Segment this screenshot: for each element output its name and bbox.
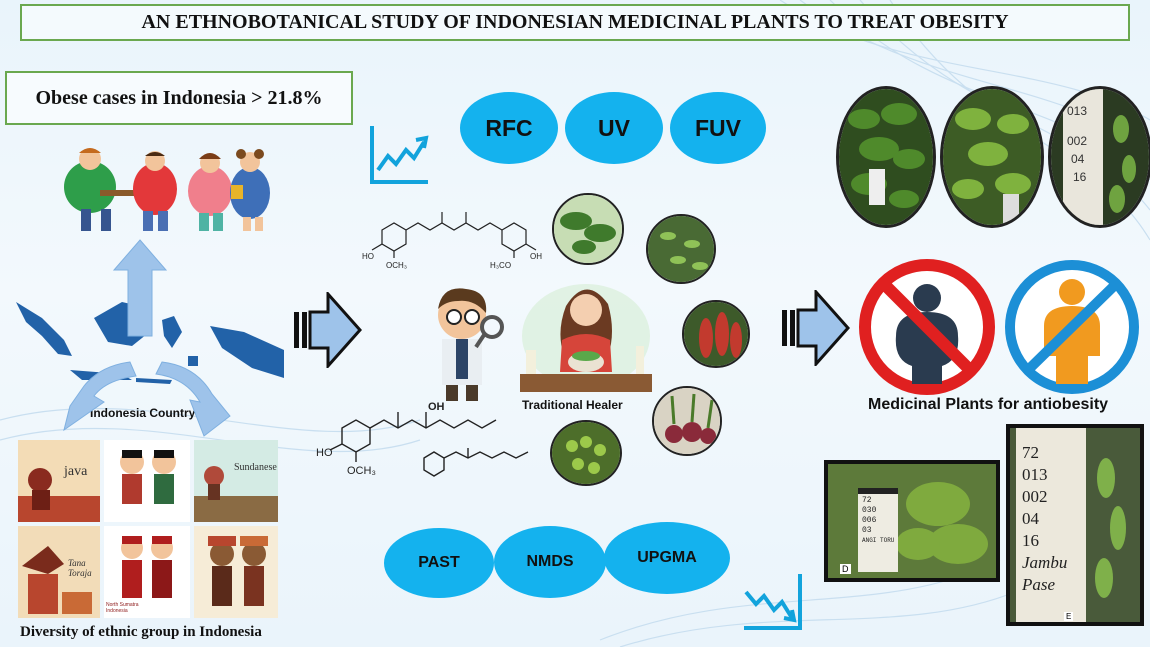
obese-people-illustration [64, 148, 270, 231]
page-title: AN ETHNOBOTANICAL STUDY OF INDONESIAN ME… [20, 4, 1130, 41]
ethnic-tile-java: java [18, 440, 100, 522]
ethnic-tile-sundanese-text: Sundanese [234, 462, 277, 473]
svg-text:04: 04 [1071, 152, 1085, 166]
trend-up-icon [370, 126, 429, 184]
gingerol-oh: OH [428, 401, 445, 413]
gingerol-ho: HO [316, 447, 333, 459]
curcumin-left-ome: OCH₃ [386, 261, 407, 270]
ethnic-tile-toraja: Tana Toraja [18, 526, 100, 618]
plant-photo-1 [836, 86, 936, 228]
plant-circle-leaves-2 [550, 420, 622, 486]
rfc-index-oval: RFC [460, 92, 558, 164]
antiobesity-label: Medicinal Plants for antiobesity [868, 396, 1109, 413]
upgma-analysis-oval: UPGMA [604, 522, 730, 594]
svg-text:002: 002 [1067, 134, 1087, 148]
specimen-e-labels: 72 013 002 04 16 Jambu Pase [1022, 443, 1068, 594]
arrow-right-2 [782, 290, 850, 366]
no-obesity-sign-icon [859, 259, 995, 395]
plant-circle-red-flower [682, 300, 750, 368]
curcumin-left-oh: HO [362, 252, 374, 261]
svg-text:013: 013 [1067, 104, 1087, 118]
specimen-d-labels: 72 030 006 03 ANGI TORU [862, 496, 895, 544]
traditional-healer-label: Traditional Healer [522, 398, 623, 412]
curcumin-right-ome: H₃CO [490, 261, 511, 270]
curcumin-right-oh: OH [530, 252, 542, 261]
ethnic-tile-toraja-text: Tana Toraja [68, 558, 92, 578]
map-arrows [63, 239, 231, 437]
nmds-analysis-oval: NMDS [494, 526, 606, 598]
plant-circle-herb [646, 214, 716, 284]
fuv-index-oval: FUV [670, 92, 766, 164]
specimen-d-tag: D [840, 564, 851, 574]
curcumin-structure: HO OCH₃ H₃CO OH [362, 212, 542, 270]
ethnic-tile-kids-2 [194, 526, 278, 618]
ethnic-tile-java-text: java [64, 464, 88, 479]
ethnic-tile-north-sumatra-text: North Sumatra Indonesia [106, 602, 139, 614]
ethnic-tile-kids-1 [104, 440, 190, 522]
trend-down-icon [744, 574, 802, 630]
obese-cases-box: Obese cases in Indonesia > 21.8% [5, 71, 353, 125]
traditional-healer-illustration [520, 284, 652, 392]
specimen-photo-e: 72 013 002 04 16 Jambu Pase E [1006, 424, 1144, 626]
no-overweight-sign-icon [1005, 260, 1139, 394]
past-analysis-oval: PAST [384, 528, 494, 598]
indonesia-country-label: Indonesia Country [90, 406, 196, 420]
uv-index-oval: UV [565, 92, 663, 164]
ethnic-tile-sundanese: Sundanese [194, 440, 278, 522]
scientist-character [438, 288, 504, 401]
arrow-right-1 [294, 292, 362, 368]
plant-photo-2 [940, 86, 1044, 228]
specimen-photo-d: 72 030 006 03 ANGI TORU D [824, 460, 1000, 582]
specimen-e-tag: E [1064, 612, 1074, 621]
plant-circle-shallots [652, 386, 722, 456]
ethnic-groups-caption: Diversity of ethnic group in Indonesia [20, 624, 262, 640]
gingerol-structure: HO OCH₃ OH [316, 401, 529, 477]
plant-circle-leaves-1 [552, 193, 624, 265]
ethnic-tile-north-sumatra: North Sumatra Indonesia [104, 526, 190, 618]
svg-text:16: 16 [1073, 170, 1087, 184]
plant-photo-3: 013 002 04 16 [1048, 86, 1150, 228]
gingerol-ome: OCH₃ [347, 465, 376, 477]
